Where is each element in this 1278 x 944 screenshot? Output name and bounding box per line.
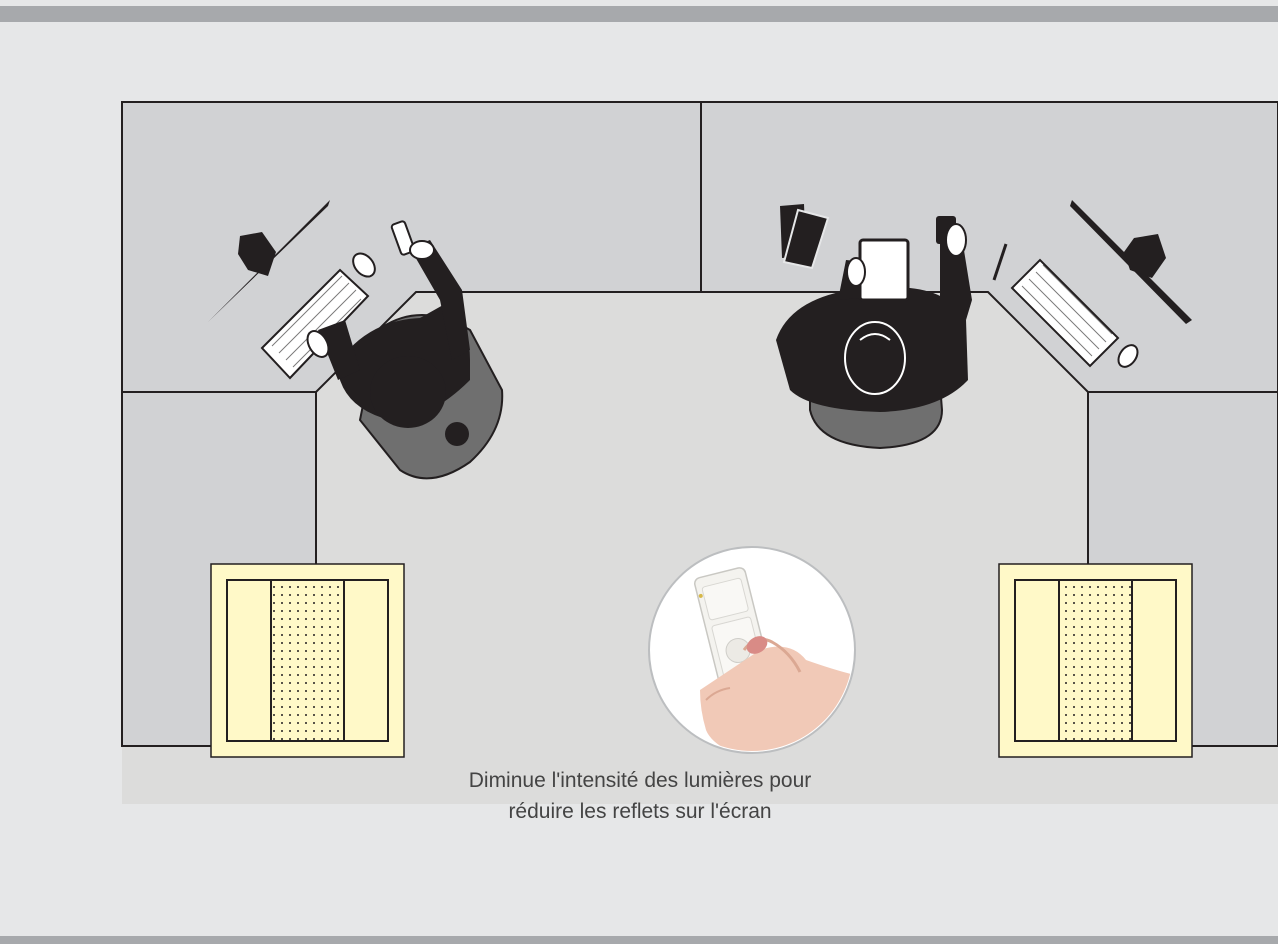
caption: Diminue l'intensité des lumières pour ré… [440, 765, 840, 827]
right-light-fixture-icon [999, 564, 1192, 757]
caption-line-1: Diminue l'intensité des lumières pour [440, 765, 840, 796]
left-light-fixture-icon [211, 564, 404, 757]
top-bar [0, 6, 1278, 22]
bottom-bar [0, 936, 1278, 944]
caption-line-2: réduire les reflets sur l'écran [440, 796, 840, 827]
